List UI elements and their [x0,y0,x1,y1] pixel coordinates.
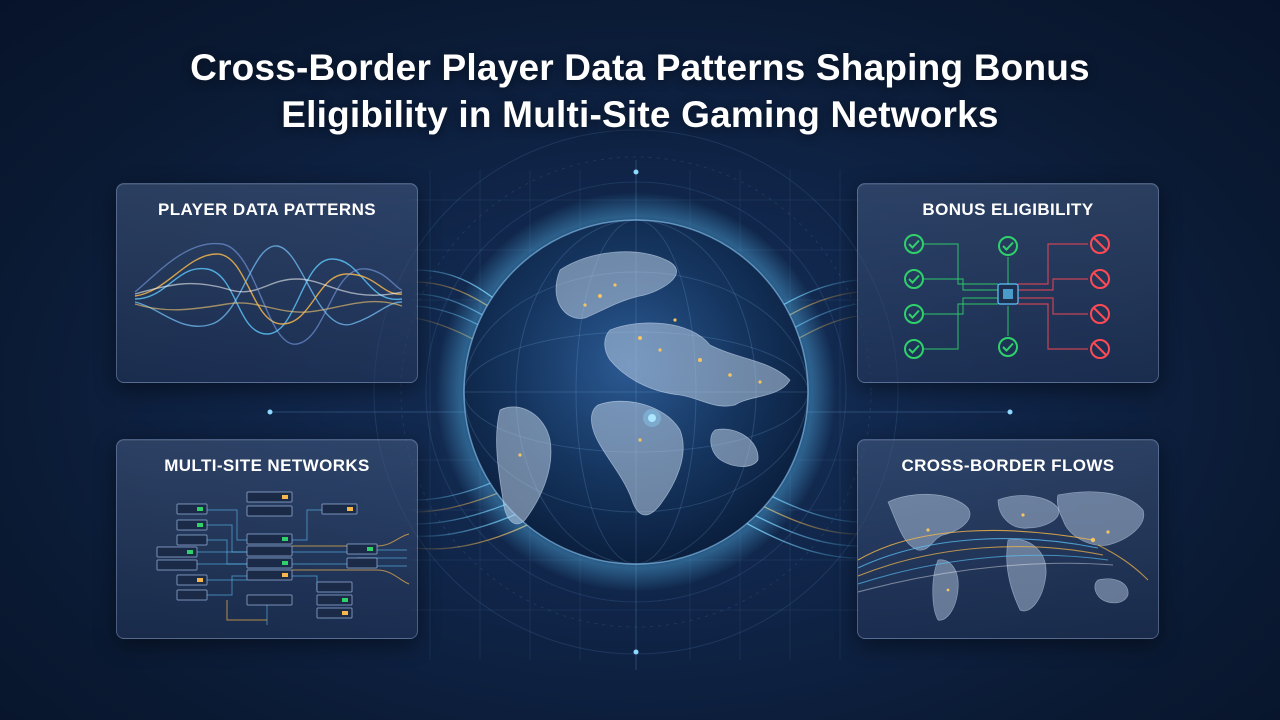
panel-title-player-data: PLAYER DATA PATTERNS [158,200,376,219]
panel-title-cross-border: CROSS-BORDER FLOWS [901,456,1115,475]
check-icon-group [904,234,1018,359]
prohibited-icon [1090,234,1110,254]
check-icon [904,234,924,254]
title-line-1: Cross-Border Player Data Patterns Shapin… [190,47,1090,88]
server-rack-icon-group [156,491,378,619]
chip-icon [997,283,1019,305]
check-icon [998,236,1018,256]
server-network-graphic [156,491,410,625]
prohibited-icon [1090,339,1110,359]
prohibited-icon [1090,269,1110,289]
globe [436,192,836,592]
panel-multi-site-networks: MULTI-SITE NETWORKS [116,439,418,639]
check-icon [904,339,924,359]
world-flow-map-graphic [858,491,1149,621]
panel-title-bonus: BONUS ELIGIBILITY [922,200,1094,219]
wave-pattern-graphic [134,242,403,345]
title-line-2: Eligibility in Multi-Site Gaming Network… [281,94,999,135]
panel-bonus-eligibility: BONUS ELIGIBILITY [857,183,1159,383]
prohibited-icon-group [1090,234,1110,359]
eligibility-flow-graphic [904,234,1110,359]
panel-player-data-patterns: PLAYER DATA PATTERNS [116,183,418,383]
check-icon [998,337,1018,357]
grid-nodes [267,169,1013,655]
panel-cross-border-flows: CROSS-BORDER FLOWS [857,439,1159,639]
check-icon [904,269,924,289]
orbit-rings [373,129,899,655]
prohibited-icon [1090,304,1110,324]
check-icon [904,304,924,324]
page-title: Cross-Border Player Data Patterns Shapin… [0,44,1280,138]
panel-title-multi-site: MULTI-SITE NETWORKS [164,456,370,475]
